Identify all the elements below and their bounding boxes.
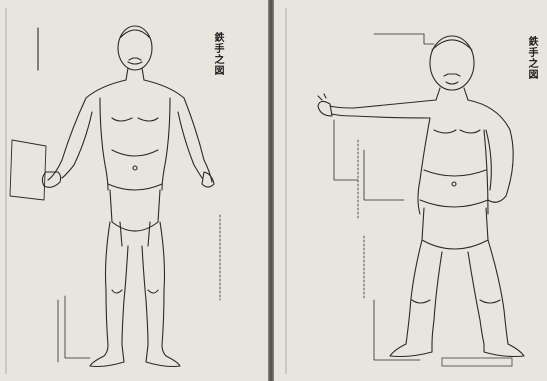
right-page-title: 鉄手之図 bbox=[526, 36, 536, 80]
right-page: 鉄手之図 bbox=[274, 0, 547, 381]
left-page-title: 鉄手之図 bbox=[212, 32, 222, 76]
left-page: 鉄手之図 bbox=[0, 0, 268, 381]
left-figure-drawing bbox=[0, 0, 268, 381]
right-figure-drawing bbox=[274, 0, 547, 381]
